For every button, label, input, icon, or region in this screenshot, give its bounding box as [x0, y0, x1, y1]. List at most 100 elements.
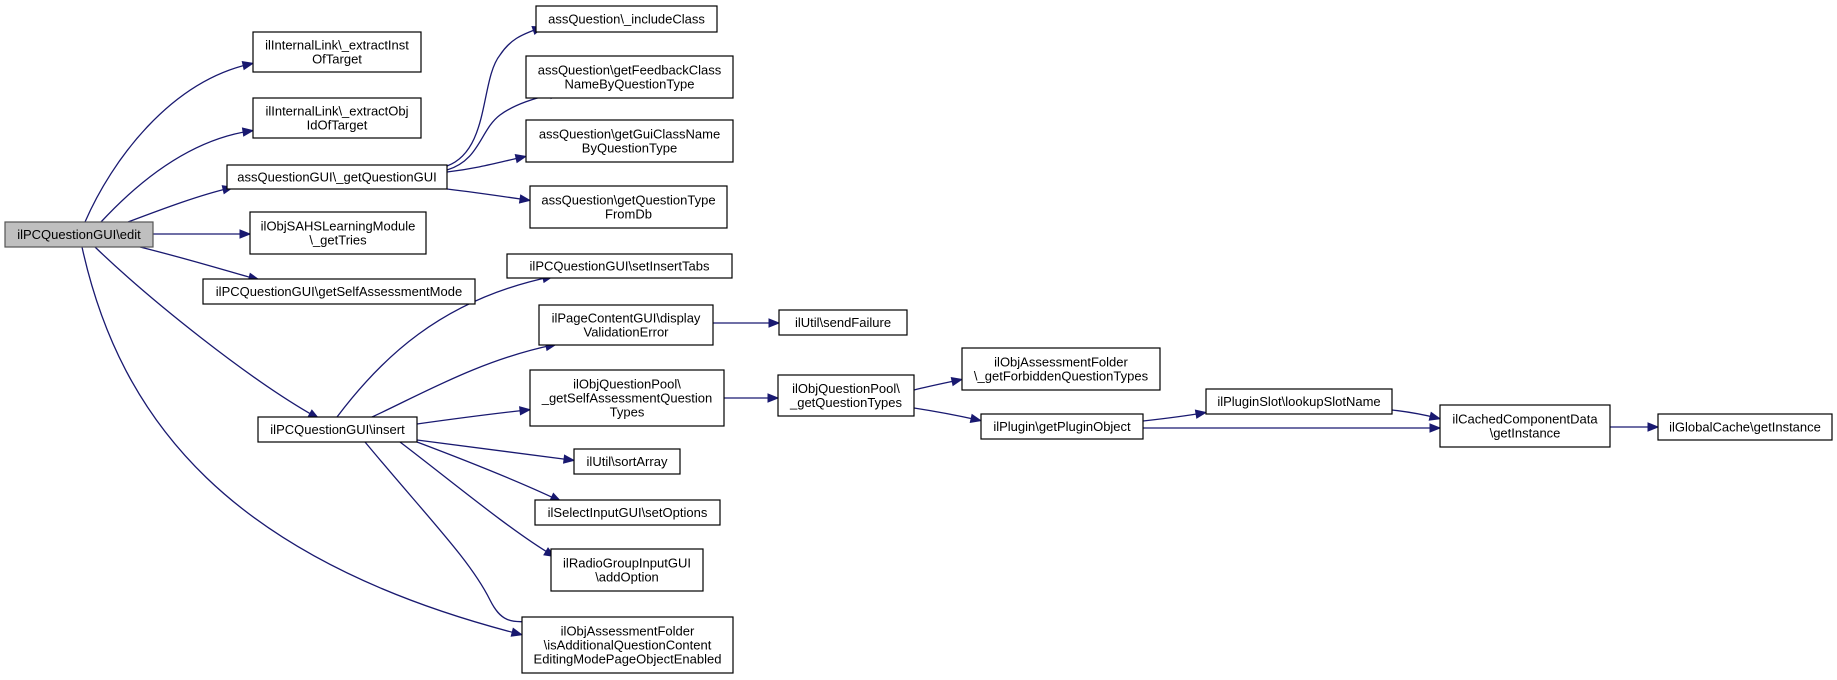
edge-getSelfAssessmentQT-to-getQuestionTypes	[724, 393, 780, 403]
node-label: ilObjAssessmentFolder	[994, 355, 1128, 370]
edge-getPluginObject-to-lookupSlotName	[1142, 409, 1208, 422]
node-getSelfAssessmentMode[interactable]: ilPCQuestionGUI\getSelfAssessmentMode	[202, 278, 476, 305]
edge-getPluginObject-to-cachedInstance	[1143, 423, 1442, 433]
edge-root-to-getSelfAssessmentMode	[139, 246, 261, 282]
arrowhead	[1647, 422, 1660, 432]
node-label: ByQuestionType	[582, 141, 677, 156]
arrowhead	[768, 318, 781, 328]
node-label: ilRadioGroupInputGUI	[563, 556, 691, 571]
node-box[interactable]	[252, 97, 422, 139]
node-label: ilGlobalCache\getInstance	[1669, 420, 1821, 435]
node-addOption[interactable]: ilRadioGroupInputGUI\addOption	[550, 548, 704, 592]
node-label: \isAdditionalQuestionContent	[544, 638, 712, 653]
node-label: ValidationError	[583, 325, 669, 340]
edge-line	[399, 441, 553, 556]
arrowhead	[1428, 411, 1442, 421]
edge-insert-to-sortArray	[416, 439, 576, 464]
node-box[interactable]	[1439, 404, 1611, 448]
node-box[interactable]	[1657, 413, 1833, 441]
edge-root-to-getQuestionGUI	[127, 185, 235, 223]
node-box[interactable]	[534, 499, 721, 526]
node-box[interactable]	[535, 5, 718, 33]
edge-line	[446, 27, 541, 167]
node-box[interactable]	[529, 185, 728, 229]
node-box[interactable]	[202, 278, 476, 305]
node-box[interactable]	[550, 548, 704, 592]
edge-getQuestionTypes-to-getPluginObject	[913, 407, 983, 423]
nodes-layer: ilPCQuestionGUI\edit ilInternalLink\_extr…	[4, 5, 1833, 674]
edge-line	[416, 439, 572, 461]
node-label: ilObjQuestionPool\	[573, 377, 681, 392]
node-box[interactable]	[525, 119, 734, 163]
node-label: ilInternalLink\_extractObj	[265, 104, 408, 119]
node-box[interactable]	[778, 309, 908, 336]
node-box[interactable]	[506, 253, 733, 279]
edge-line	[127, 187, 231, 223]
edge-line	[371, 344, 554, 418]
edge-root-to-extractInst	[84, 61, 255, 223]
edge-insert-to-displayValidationError	[371, 341, 558, 418]
edge-line	[416, 441, 559, 501]
edge-root-to-isAdditional	[81, 246, 524, 637]
node-box[interactable]	[1205, 388, 1393, 415]
node-box[interactable]	[529, 369, 725, 427]
node-box[interactable]	[961, 347, 1161, 391]
edge-cachedInstance-to-globalCache	[1610, 422, 1660, 432]
node-getPluginObject[interactable]: ilPlugin\getPluginObject	[980, 413, 1144, 440]
edge-line	[364, 441, 538, 623]
node-sortArray[interactable]: ilUtil\sortArray	[573, 448, 681, 475]
node-getGuiClass[interactable]: assQuestion\getGuiClassNameByQuestionTyp…	[525, 119, 734, 163]
node-box[interactable]	[257, 416, 418, 443]
node-box[interactable]	[980, 413, 1144, 440]
node-getSelfAssessmentQT[interactable]: ilObjQuestionPool\_getSelfAssessmentQues…	[529, 369, 725, 427]
node-label: ilInternalLink\_extractInst	[265, 38, 409, 53]
node-box[interactable]	[226, 164, 448, 190]
node-label: assQuestion\getQuestionType	[541, 193, 715, 208]
node-cachedInstance[interactable]: ilCachedComponentData\getInstance	[1439, 404, 1611, 448]
edge-line	[446, 188, 528, 201]
node-label: ilObjQuestionPool\	[792, 381, 900, 396]
node-root[interactable]: ilPCQuestionGUI\edit	[4, 221, 154, 248]
edge-insert-to-addOption	[399, 441, 556, 558]
arrowhead	[1429, 423, 1442, 433]
node-box[interactable]	[4, 221, 154, 248]
arrowhead	[239, 229, 252, 239]
node-setOptions[interactable]: ilSelectInputGUI\setOptions	[534, 499, 721, 526]
node-label: ilObjAssessmentFolder	[561, 624, 695, 639]
node-label: Types	[610, 405, 645, 420]
edge-root-to-extractObj	[100, 127, 255, 223]
edge-line	[913, 407, 979, 421]
node-label: ilObjSAHSLearningModule	[261, 219, 416, 234]
node-isAdditional[interactable]: ilObjAssessmentFolder\isAdditionalQuesti…	[521, 616, 734, 674]
edge-insert-to-getSelfAssessmentQT	[416, 406, 532, 425]
node-getFeedbackClass[interactable]: assQuestion\getFeedbackClassNameByQuesti…	[525, 55, 734, 99]
edge-line	[81, 246, 520, 635]
node-box[interactable]	[777, 374, 915, 417]
node-box[interactable]	[538, 304, 714, 346]
node-label: ilSelectInputGUI\setOptions	[548, 505, 708, 520]
node-getQuestionTypes[interactable]: ilObjQuestionPool\_getQuestionTypes	[777, 374, 915, 417]
node-box[interactable]	[521, 616, 734, 674]
node-globalCache[interactable]: ilGlobalCache\getInstance	[1657, 413, 1833, 441]
arrowhead	[519, 406, 532, 416]
node-label: ilPlugin\getPluginObject	[993, 419, 1131, 434]
node-box[interactable]	[573, 448, 681, 475]
node-includeClass[interactable]: assQuestion\_includeClass	[535, 5, 718, 33]
edge-root-to-getTries	[153, 229, 252, 239]
node-setInsertTabs[interactable]: ilPCQuestionGUI\setInsertTabs	[506, 253, 733, 279]
edge-line	[84, 63, 251, 223]
node-sendFailure[interactable]: ilUtil\sendFailure	[778, 309, 908, 336]
node-getTries[interactable]: ilObjSAHSLearningModule\_getTries	[249, 211, 427, 255]
node-box[interactable]	[525, 55, 734, 99]
node-insert[interactable]: ilPCQuestionGUI\insert	[257, 416, 418, 443]
node-box[interactable]	[252, 31, 422, 73]
node-getQuestionGUI[interactable]: assQuestionGUI\_getQuestionGUI	[226, 164, 448, 190]
node-forbidden[interactable]: ilObjAssessmentFolder\_getForbiddenQuest…	[961, 347, 1161, 391]
node-box[interactable]	[249, 211, 427, 255]
node-lookupSlotName[interactable]: ilPluginSlot\lookupSlotName	[1205, 388, 1393, 415]
edge-getQuestionGUI-to-getQuestionType	[446, 188, 532, 204]
